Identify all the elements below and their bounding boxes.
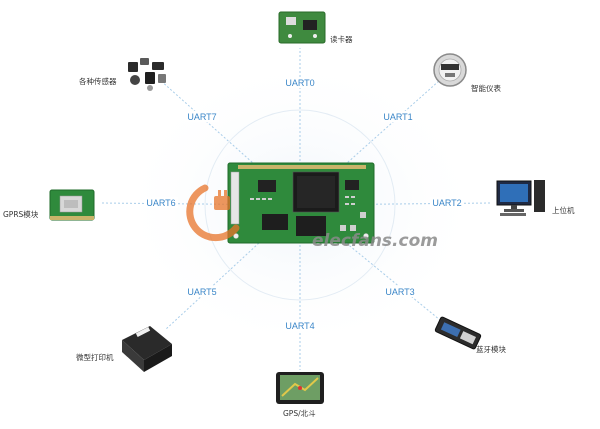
line-uart1 (299, 79, 441, 206)
small-chip-2 (345, 180, 359, 190)
small-chip-1 (258, 180, 276, 192)
uart0-label: UART0 (285, 78, 314, 88)
uart7-label: UART7 (187, 112, 216, 122)
uart3-label: UART3 (385, 287, 414, 297)
uart2-label: UART2 (432, 198, 461, 208)
line-uart7 (159, 79, 301, 206)
smart-meter-icon (433, 53, 467, 87)
memory-chip-2 (296, 216, 326, 236)
gps-navigator-icon (276, 372, 324, 404)
line-uart5 (164, 204, 301, 331)
elecfans-logo-icon (186, 184, 240, 242)
watermark-text: elecfans.com (312, 231, 438, 251)
sensors-label: 各种传感器 (79, 77, 117, 86)
gps-beidou-label: GPS/北斗 (283, 409, 316, 418)
uart5-label: UART5 (187, 287, 216, 297)
smart-meter-label: 智能仪表 (471, 84, 501, 93)
inner-ring (204, 109, 396, 301)
card-reader-label: 读卡器 (330, 35, 353, 44)
uart4-label: UART4 (285, 321, 314, 331)
left-connector (230, 171, 240, 225)
uart6-label: UART6 (146, 198, 175, 208)
gprs-module-icon (49, 189, 95, 221)
host-pc-label: 上位机 (552, 206, 575, 215)
card-reader-icon (278, 11, 326, 44)
bluetooth-module-label: 蓝牙模块 (476, 345, 506, 354)
top-pin-header (238, 165, 366, 169)
core-board (227, 162, 375, 244)
micro-printer-label: 微型打印机 (76, 353, 114, 362)
passive-components (250, 196, 366, 231)
gprs-module-label: GPRS模块 (3, 210, 39, 219)
bluetooth-module-icon (434, 316, 482, 350)
sensors-icon (128, 58, 166, 91)
uart1-label: UART1 (383, 112, 412, 122)
memory-chip-1 (262, 214, 288, 230)
printer-icon (122, 326, 172, 372)
desktop-pc-icon (496, 180, 545, 216)
uart-labels: UART0 UART1 UART2 UART3 UART4 UART5 UART… (144, 77, 464, 331)
